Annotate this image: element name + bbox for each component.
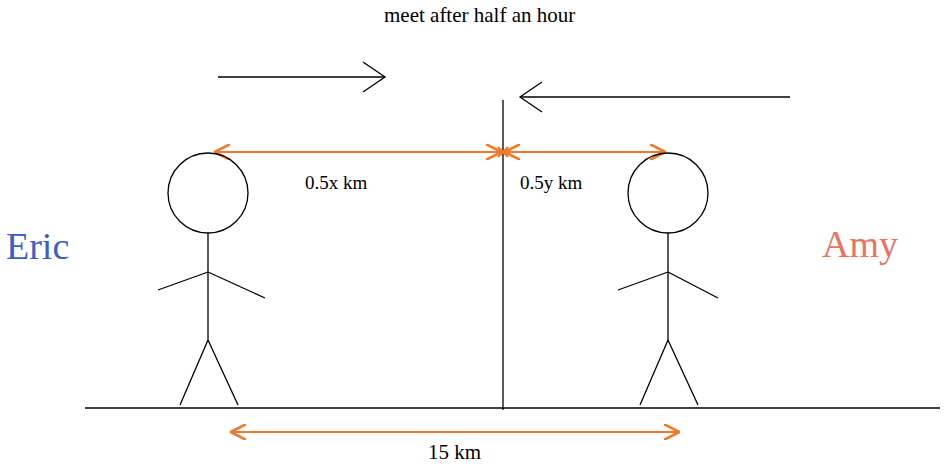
ground-line bbox=[85, 407, 940, 408]
distance-arrows bbox=[216, 147, 678, 432]
person-name: Amy bbox=[822, 222, 898, 268]
distance-label: 15 km bbox=[428, 440, 481, 465]
title-text: meet after half an hour bbox=[384, 3, 575, 28]
motion-arrows bbox=[218, 62, 790, 112]
distance-label: 0.5x km bbox=[305, 172, 367, 195]
stick-figure bbox=[618, 153, 718, 405]
person-name: Eric bbox=[6, 224, 69, 270]
stick-figure bbox=[158, 153, 265, 405]
distance-label: 0.5y km bbox=[520, 172, 582, 195]
meeting-line bbox=[502, 100, 503, 410]
